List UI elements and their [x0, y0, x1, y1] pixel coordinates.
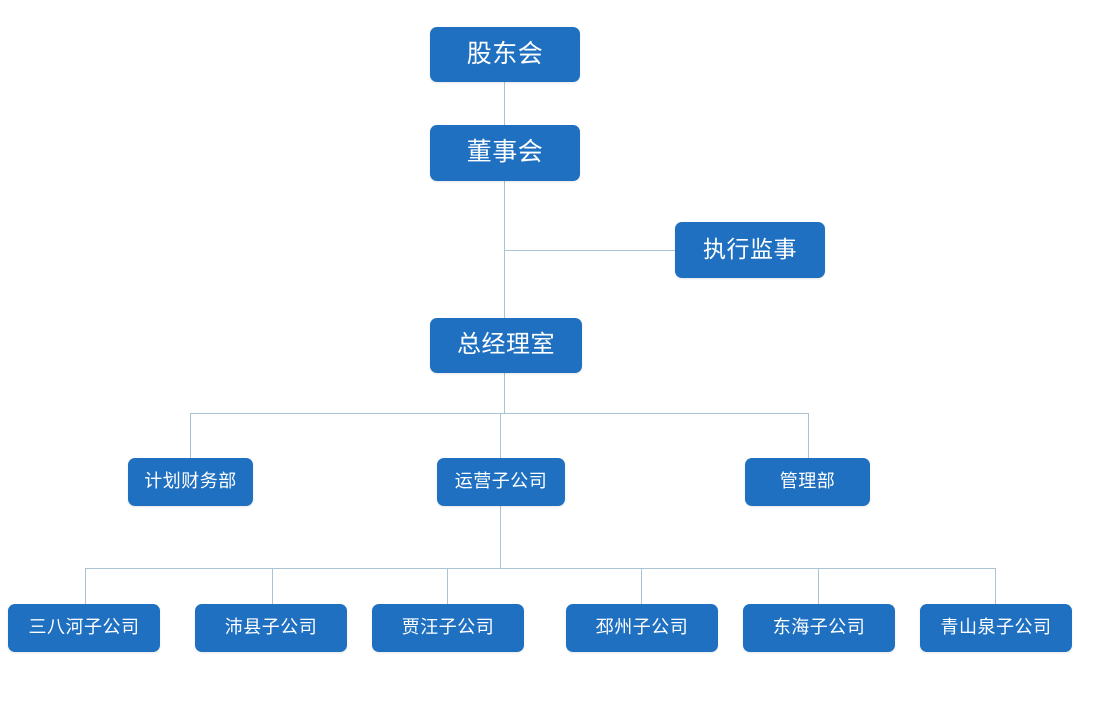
node-board-of-directors[interactable]: 董事会	[430, 125, 580, 181]
node-shareholders-meeting[interactable]: 股东会	[430, 27, 580, 82]
node-management-dept[interactable]: 管理部	[745, 458, 870, 506]
node-executive-supervisor[interactable]: 执行监事	[675, 222, 825, 278]
node-sub-qingshanquan[interactable]: 青山泉子公司	[920, 604, 1072, 652]
connector-level5-bus	[85, 568, 995, 569]
connector-level4-bus	[190, 413, 808, 414]
connector-bus-to-operations	[500, 413, 501, 458]
connector-board-to-supervisor	[504, 250, 675, 251]
connector-bus-to-sub-donghai	[818, 568, 819, 604]
connector-bus-to-sub-peixian	[272, 568, 273, 604]
connector-bus-to-sub-jiawang	[447, 568, 448, 604]
node-sub-jiawang[interactable]: 贾汪子公司	[372, 604, 524, 652]
connector-operations-to-level5-bus	[500, 506, 501, 568]
connector-bus-to-sub-pizhou	[641, 568, 642, 604]
connector-shareholders-to-board	[504, 82, 505, 125]
connector-bus-to-sub-qingshanquan	[995, 568, 996, 604]
node-general-manager-office[interactable]: 总经理室	[430, 318, 582, 373]
connector-bus-to-sub-sanbahe	[85, 568, 86, 604]
node-sub-peixian[interactable]: 沛县子公司	[195, 604, 347, 652]
connector-bus-to-management	[808, 413, 809, 458]
node-sub-pizhou[interactable]: 邳州子公司	[566, 604, 718, 652]
connector-board-trunk	[504, 181, 505, 318]
node-operations-subsidiary[interactable]: 运营子公司	[437, 458, 565, 506]
node-sub-donghai[interactable]: 东海子公司	[743, 604, 895, 652]
node-planning-finance-dept[interactable]: 计划财务部	[128, 458, 253, 506]
connector-bus-to-planning-finance	[190, 413, 191, 458]
connector-gm-to-level4-bus	[504, 373, 505, 413]
node-sub-sanbahe[interactable]: 三八河子公司	[8, 604, 160, 652]
